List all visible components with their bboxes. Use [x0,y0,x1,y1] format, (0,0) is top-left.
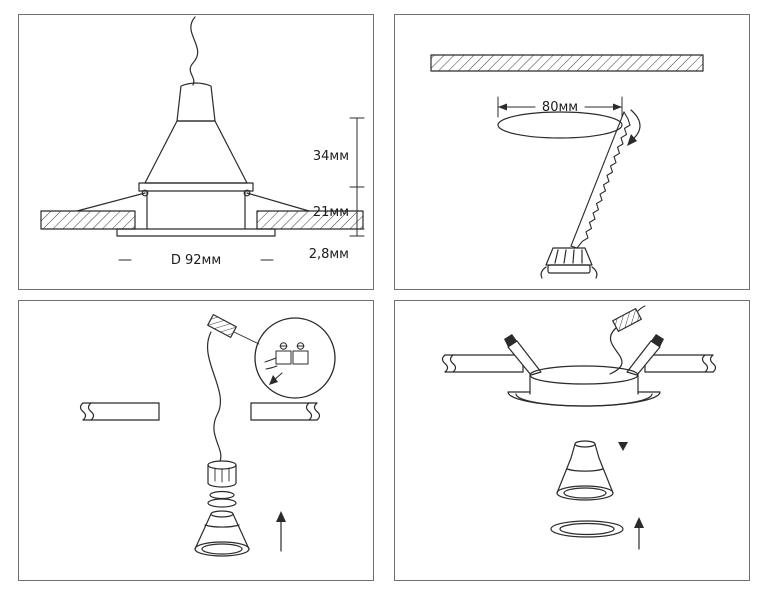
ceiling-section [79,402,321,421]
wire-connector [612,307,642,333]
hole-cutting-drawing: 80мм [430,54,704,279]
terminal-detail-magnifier [254,317,336,399]
lamp [556,440,614,501]
dim-label-flange: 2,8мм [309,247,349,262]
ceiling-section [40,210,364,230]
dimension-lines [118,117,365,261]
dim-label-height: 34мм [313,149,349,164]
lamp-installation-drawing [441,305,717,550]
power-cord [189,16,199,86]
ceiling-section [441,354,717,373]
connector-stub [637,305,646,312]
lamp-body [138,82,254,230]
trim-flange [116,228,276,237]
lamp [194,510,250,557]
fixture-body [507,365,661,407]
lamp-socket [207,460,237,488]
socket-ring [209,490,235,500]
fixture-dimensions-drawing: 34мм 21мм 2,8мм D 92мм [40,16,365,268]
wire-connector [207,313,237,339]
panel-hole-cutting: 80мм [394,14,750,290]
panel-fixture-dimensions: 34мм 21мм 2,8мм D 92мм [18,14,374,290]
up-arrow [276,511,286,552]
spring-clips [504,334,664,376]
power-wire [609,327,623,375]
hole-ellipse [497,111,623,139]
socket-ring [207,498,237,508]
panel-wire-connection [18,300,374,581]
magnifier-leader-line [233,331,260,345]
ceiling-hatched-band [430,54,704,72]
wire-connection-drawing [79,313,336,557]
saw-blade [570,111,631,249]
up-arrow [634,517,644,550]
down-arrow [618,442,628,451]
panel-lamp-installation [394,300,750,581]
dim-label-diameter: D 92мм [171,253,221,268]
spring-clips [76,189,310,212]
drill-chuck [540,247,598,279]
dim-label-hole: 80мм [542,100,578,115]
cover-ring [550,520,624,538]
hole-dimension [497,96,623,118]
power-wire [206,331,222,462]
dim-label-depth: 21мм [313,205,349,220]
rotation-arrow [627,109,641,146]
